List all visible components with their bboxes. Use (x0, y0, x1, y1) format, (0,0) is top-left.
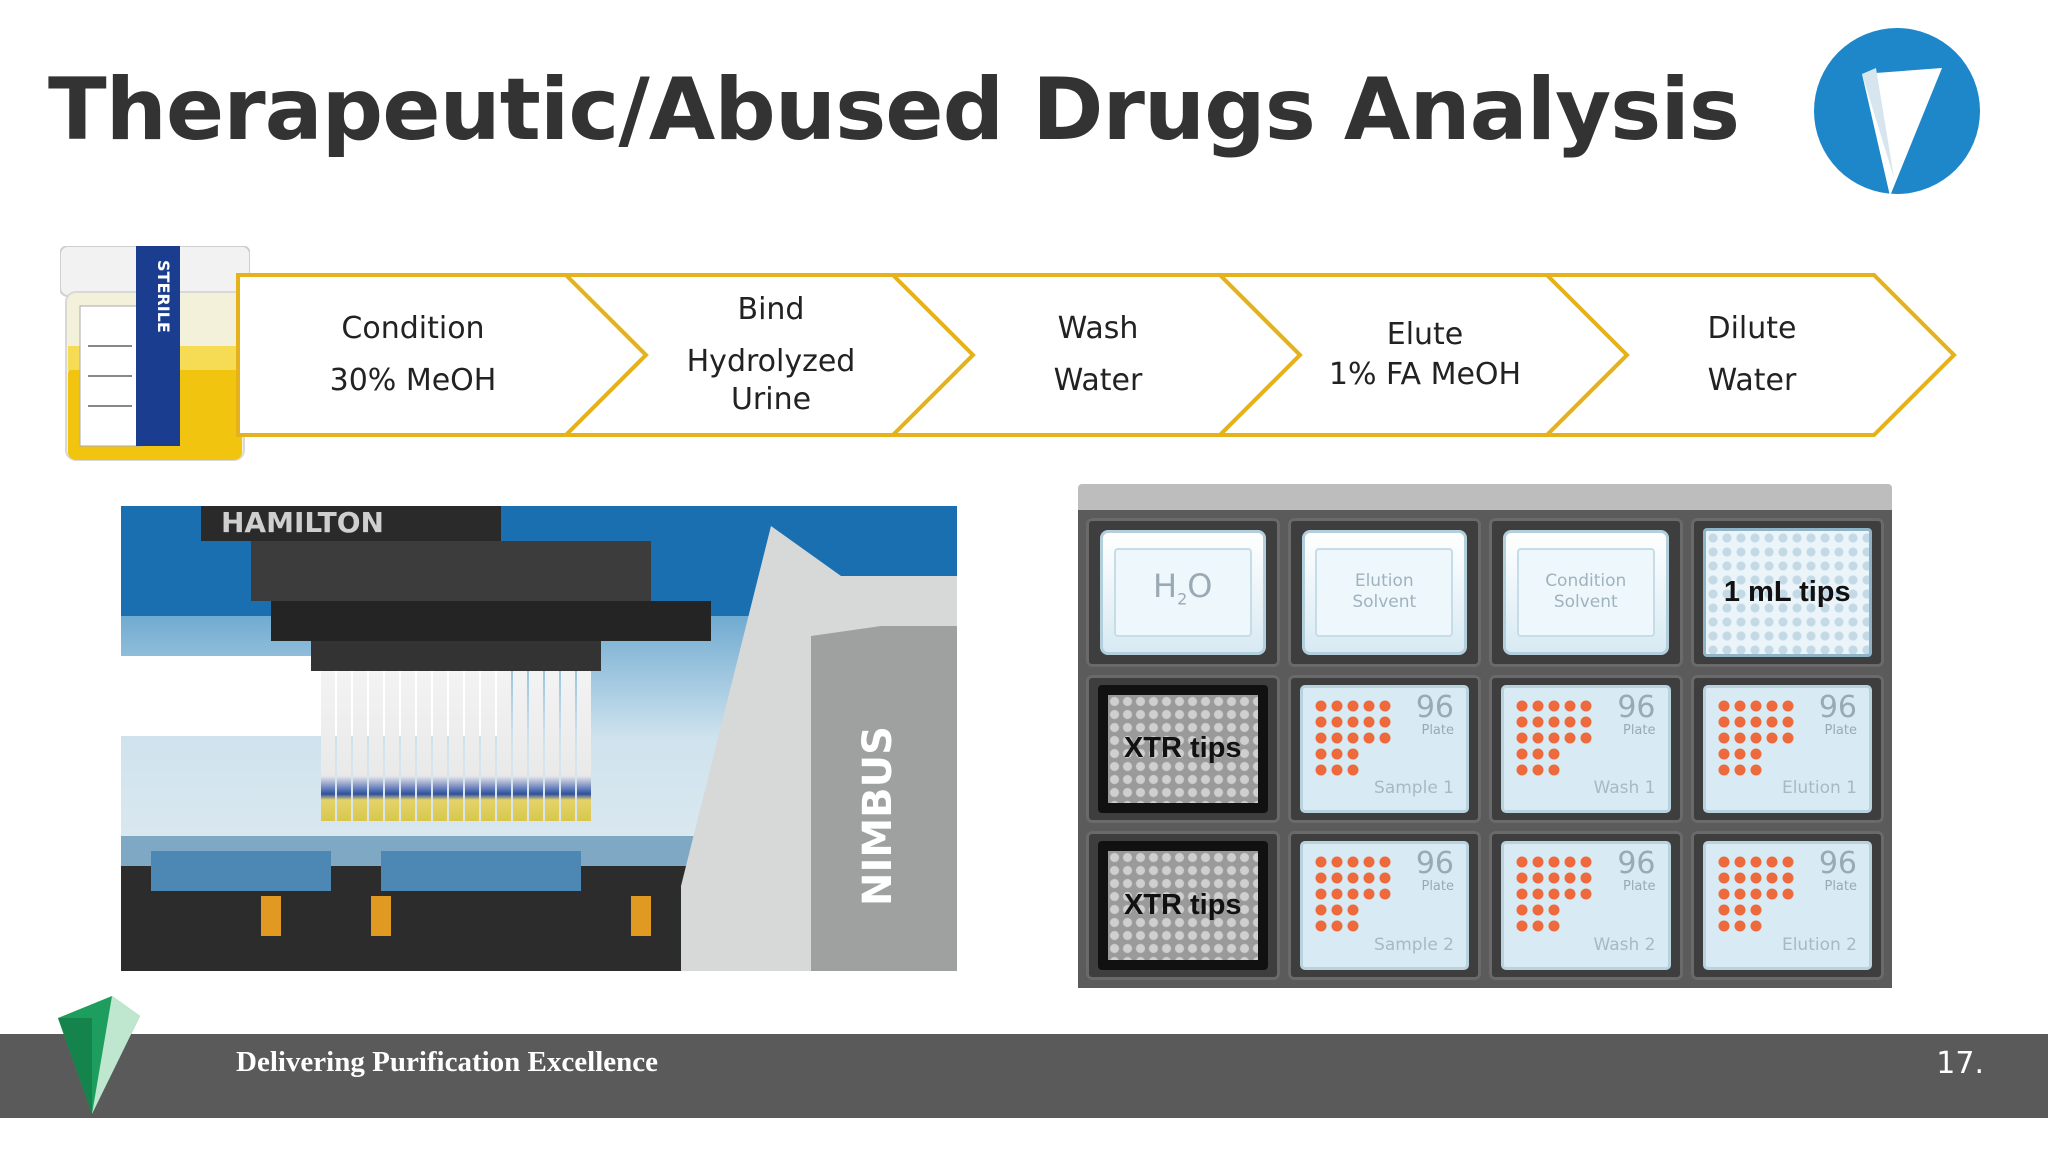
deck-slot-water: H2O (1086, 518, 1280, 667)
deck-slot-xtr-tips-2: XTR tips (1086, 831, 1280, 980)
spe-process-flow: Condition 30% MeOH Bind Hydrolyzed Urine… (236, 270, 1968, 440)
process-chevrons (236, 273, 1957, 437)
plate-label: Wash 1 (1593, 778, 1656, 799)
step-title: Wash (1057, 311, 1139, 346)
step-detail: Hydrolyzed (686, 344, 856, 379)
step-detail: Water (1707, 363, 1797, 398)
pipette-tips (321, 671, 591, 821)
hamilton-nimbus-photo: HAMILTON NIMBUS (121, 506, 957, 971)
step-title: Bind (737, 292, 805, 327)
company-logo-icon (1814, 28, 1980, 196)
step-title: Elute (1386, 317, 1464, 352)
deck-slot-elution-solvent: Elution Solvent (1287, 518, 1481, 667)
reservoir-label: Elution (1354, 571, 1414, 592)
footer-tagline: Delivering Purification Excellence (236, 1046, 659, 1078)
chevron-dilute (1542, 273, 1957, 437)
company-logo-green-icon (58, 996, 140, 1114)
plate-label: Sample 1 (1374, 778, 1454, 799)
plate-wells-icon (1315, 856, 1390, 932)
plate-label: Sample 2 (1374, 935, 1454, 955)
photo-model-text: NIMBUS (855, 726, 901, 906)
xtr-tips-label: XTR tips (1123, 889, 1242, 922)
tips-1ml-label: 1 mL tips (1723, 575, 1851, 608)
plate-label: Elution 1 (1781, 778, 1857, 799)
step-wash: Wash Water (953, 270, 1243, 440)
step-bind: Bind Hydrolyzed Urine (626, 270, 916, 440)
reservoir-label: Solvent (1553, 592, 1618, 613)
cup-label: STERILE (154, 260, 173, 333)
water-label: H2O (1153, 566, 1213, 609)
plate-wells-icon (1516, 856, 1592, 932)
plate-wells-icon (1718, 856, 1793, 932)
urine-specimen-cup-icon: STERILE (60, 246, 250, 461)
robot-deck-layout: H2O Elution Solvent Condition Solvent 1 … (1078, 484, 1892, 988)
plate-wells-icon (1718, 700, 1793, 776)
step-detail: 30% MeOH (329, 363, 497, 398)
step-title: Dilute (1707, 311, 1797, 346)
plate-wells-icon (1315, 700, 1390, 776)
plate-label: Wash 2 (1593, 935, 1656, 955)
deck-slot-condition-solvent: Condition Solvent (1489, 518, 1683, 667)
xtr-tips-label: XTR tips (1123, 732, 1242, 765)
step-detail: Water (1053, 363, 1143, 398)
step-title: Condition (341, 311, 485, 346)
footer-bar (0, 1034, 2048, 1118)
plate-wells-icon (1516, 700, 1592, 776)
step-elute: Elute 1% FA MeOH (1280, 270, 1570, 440)
step-detail: 1% FA MeOH (1328, 357, 1522, 392)
plate-label: Elution 2 (1781, 935, 1857, 955)
deck-slot-1ml-tips: 1 mL tips (1690, 518, 1884, 667)
reservoir-label: Solvent (1352, 592, 1417, 613)
slide-title: Therapeutic/Abused Drugs Analysis (48, 60, 1740, 160)
step-detail: Urine (730, 382, 812, 417)
step-condition: Condition 30% MeOH (248, 270, 578, 440)
step-dilute: Dilute Water (1607, 270, 1897, 440)
reservoir-label: Condition (1545, 571, 1627, 592)
deck-slot-xtr-tips-1: XTR tips (1086, 674, 1280, 824)
photo-brand-text: HAMILTON (221, 506, 384, 539)
page-number: 17. (1936, 1046, 1984, 1081)
